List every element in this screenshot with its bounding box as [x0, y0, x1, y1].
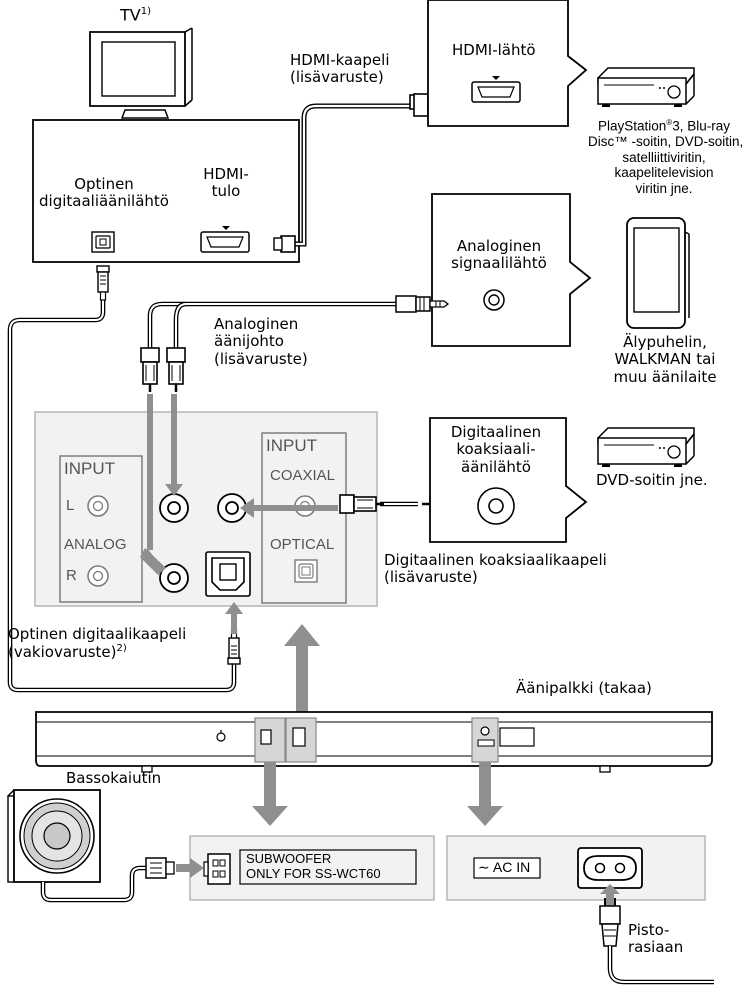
- ac-power-cord: [599, 884, 714, 985]
- panel-analog-label: ANALOG: [64, 536, 127, 553]
- panel-coaxial-label: COAXIAL: [270, 467, 336, 484]
- coaxial-cable: [338, 493, 468, 515]
- analog-cord-label: Analoginen äänijohto (lisävaruste): [214, 315, 308, 368]
- panel-r-label: R: [66, 567, 77, 584]
- hdmi-cable: [273, 93, 437, 253]
- tv-connector-box: [32, 119, 300, 263]
- panel-input-right-label: INPUT: [266, 436, 317, 455]
- analog-l-jack-icon: [87, 495, 109, 517]
- input-left-frame: [59, 455, 143, 603]
- optical-jack-gray-icon: [294, 559, 318, 583]
- optical-cable-label: Optinen digitaalikaapeli (vakiovaruste)2…: [8, 625, 187, 662]
- soundbar-illustration: [35, 711, 713, 773]
- subwoofer-illustration: [7, 789, 101, 883]
- phone-label: Älypuhelin, WALKMAN tai muu äänilaite: [613, 333, 717, 386]
- analog-out-label: Analoginen signaalilähtö: [451, 237, 547, 273]
- ac-in-label: ∼ AC IN: [478, 859, 531, 875]
- subwoofer-plug-arrow: [176, 858, 204, 878]
- panel-zoom-arrow: [284, 624, 320, 718]
- players-label: PlayStation®3, Blu-ray Disc™ -soitin, DV…: [588, 118, 744, 196]
- panel-optical-label: OPTICAL: [270, 536, 335, 553]
- optical-out-label: Optinen digitaaliäänilähtö: [39, 175, 169, 211]
- analog-cord: [139, 295, 450, 394]
- insertion-arrows: [140, 394, 338, 634]
- digital-coax-label: Digitaalinen koaksiaali- äänilähtö: [450, 423, 542, 476]
- analog-r-jack-zoom-icon: [159, 563, 189, 593]
- optical-cable: [7, 265, 241, 693]
- subwoofer-port-icon: [203, 853, 231, 885]
- digital-coax-callout: [429, 417, 588, 543]
- analog-l-jack-zoom-icon: [159, 493, 189, 523]
- subwoofer-label-frame: [239, 849, 417, 885]
- hdmi-cable-label: HDMI-kaapeli (lisävaruste): [290, 51, 390, 87]
- bluray-player-illustration: [597, 67, 695, 108]
- optical-port-icon: [91, 231, 115, 253]
- sub-port-label: SUBWOOFER ONLY FOR SS-WCT60: [246, 851, 381, 881]
- tv-label: TV1): [120, 5, 151, 25]
- ac-label-frame: [473, 857, 541, 879]
- smartphone-illustration: [626, 217, 690, 329]
- panel-input-left-label: INPUT: [64, 459, 115, 478]
- analog-out-callout: [431, 193, 592, 347]
- hdmi-out-port-icon: [471, 76, 521, 103]
- soundbar-label: Äänipalkki (takaa): [516, 679, 652, 697]
- subwoofer-label: Bassokaiutin: [66, 769, 162, 787]
- outlet-label: Pisto- rasiaan: [628, 921, 684, 957]
- coax-cable-label: Digitaalinen koaksiaalikaapeli (lisävaru…: [384, 551, 607, 587]
- ac-inlet-icon: [577, 847, 643, 889]
- hdmi-out-label: HDMI-lähtö: [452, 41, 536, 59]
- input-right-frame: [261, 432, 347, 604]
- panel-l-label: L: [66, 497, 75, 514]
- dvd-label: DVD-soitin jne.: [596, 471, 708, 489]
- hdmi-in-label: HDMI- tulo: [203, 165, 249, 201]
- hdmi-out-callout: [427, 0, 588, 127]
- analog-r-jack-icon: [87, 565, 109, 587]
- analog-out-jack-icon: [483, 289, 505, 311]
- tv-illustration: [89, 27, 193, 119]
- down-arrows: [252, 762, 503, 826]
- hdmi-in-port-icon: [200, 226, 250, 253]
- subwoofer-cable: [40, 857, 175, 903]
- optical-jack-zoom-icon: [205, 551, 251, 597]
- dvd-player-illustration: [597, 427, 695, 468]
- digital-coax-jack-icon: [477, 487, 515, 525]
